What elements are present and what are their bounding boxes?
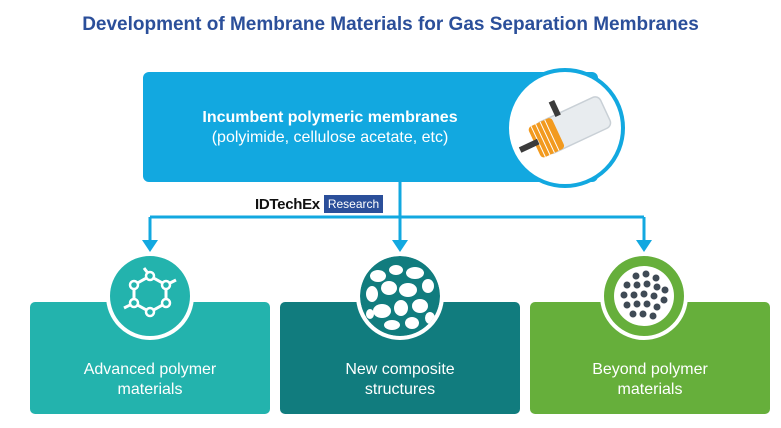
polymer-ring-icon	[106, 252, 194, 340]
logo-brand: IDTechEx	[255, 195, 320, 213]
advanced-polymer-label: Advanced polymer materials	[30, 360, 270, 400]
composite-structures-line1: New composite	[345, 361, 455, 378]
beyond-polymer-line1: Beyond polymer	[592, 361, 708, 378]
logo-tag: Research	[323, 195, 384, 213]
beyond-polymer-line2: materials	[617, 381, 683, 398]
composite-structures-line2: structures	[364, 381, 436, 398]
advanced-polymer-line2: materials	[117, 381, 183, 398]
particle-grid-icon	[600, 252, 688, 340]
incumbent-title: Incumbent polymeric membranes	[202, 109, 458, 126]
composite-structures-label: New composite structures	[280, 360, 520, 400]
porous-structure-icon	[356, 252, 444, 340]
membrane-module-icon	[505, 68, 625, 188]
page-title: Development of Membrane Materials for Ga…	[82, 14, 699, 35]
idtechex-logo: IDTechEx Research	[255, 195, 384, 213]
incumbent-subtitle: (polyimide, cellulose acetate, etc)	[211, 129, 449, 146]
incumbent-text: Incumbent polymeric membranes (polyimide…	[165, 108, 495, 148]
beyond-polymer-label: Beyond polymer materials	[530, 360, 770, 400]
advanced-polymer-line1: Advanced polymer	[83, 361, 217, 378]
